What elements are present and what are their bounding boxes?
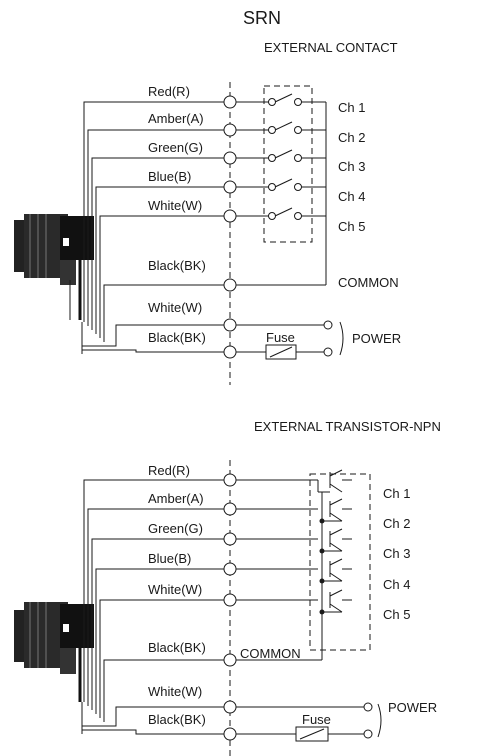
fuse-label: Fuse <box>302 712 331 727</box>
terminal-block-1 <box>223 95 237 359</box>
common-label: COMMON <box>240 646 301 661</box>
wire-label-power-white: White(W) <box>148 300 202 315</box>
wire-label-amber: Amber(A) <box>148 491 204 506</box>
wire-label-power-white: White(W) <box>148 684 202 699</box>
power-circuit-2 <box>236 702 382 742</box>
channel-label-3: Ch 3 <box>338 159 365 174</box>
channel-label-1: Ch 1 <box>383 486 410 501</box>
wire-label-power-black: Black(BK) <box>148 330 206 345</box>
channel-label-2: Ch 2 <box>338 130 365 145</box>
wire-label-red: Red(R) <box>148 463 190 478</box>
channel-label-3: Ch 3 <box>383 546 410 561</box>
fuse-label: Fuse <box>266 330 295 345</box>
wire-label-amber: Amber(A) <box>148 111 204 126</box>
power-label: POWER <box>352 331 401 346</box>
wire-label-power-black: Black(BK) <box>148 712 206 727</box>
power-label: POWER <box>388 700 437 715</box>
contact-box <box>263 85 313 243</box>
wire-label-black: Black(BK) <box>148 640 206 655</box>
wire-bundle-1 <box>81 101 230 354</box>
signal-tower-icon <box>14 214 94 320</box>
channel-label-2: Ch 2 <box>383 516 410 531</box>
wire-label-red: Red(R) <box>148 84 190 99</box>
power-circuit-1 <box>236 320 344 360</box>
channel-label-4: Ch 4 <box>338 189 365 204</box>
channel-label-4: Ch 4 <box>383 577 410 592</box>
wire-bundle-2 <box>81 479 230 735</box>
channel-label-1: Ch 1 <box>338 100 365 115</box>
transistor-box <box>309 473 371 651</box>
wire-label-blue: Blue(B) <box>148 169 191 184</box>
switch-contact-icon <box>236 93 327 286</box>
channel-label-5: Ch 5 <box>338 219 365 234</box>
terminal-block-2 <box>223 473 237 741</box>
signal-tower-icon <box>14 602 94 702</box>
wire-label-blue: Blue(B) <box>148 551 191 566</box>
common-label: COMMON <box>338 275 399 290</box>
wire-label-green: Green(G) <box>148 521 203 536</box>
diagram1-heading: EXTERNAL CONTACT <box>264 40 398 55</box>
wire-label-black: Black(BK) <box>148 258 206 273</box>
wire-label-white: White(W) <box>148 582 202 597</box>
diagram2-heading: EXTERNAL TRANSISTOR-NPN <box>254 419 441 434</box>
channel-label-5: Ch 5 <box>383 607 410 622</box>
external-transistor-diagram: EXTERNAL TRANSISTOR-NPN <box>14 419 441 756</box>
npn-transistor-icon <box>236 469 352 661</box>
external-contact-diagram: EXTERNAL CONTACT <box>14 40 401 385</box>
page-title: SRN <box>243 8 281 28</box>
wire-label-green: Green(G) <box>148 140 203 155</box>
wire-label-white: White(W) <box>148 198 202 213</box>
